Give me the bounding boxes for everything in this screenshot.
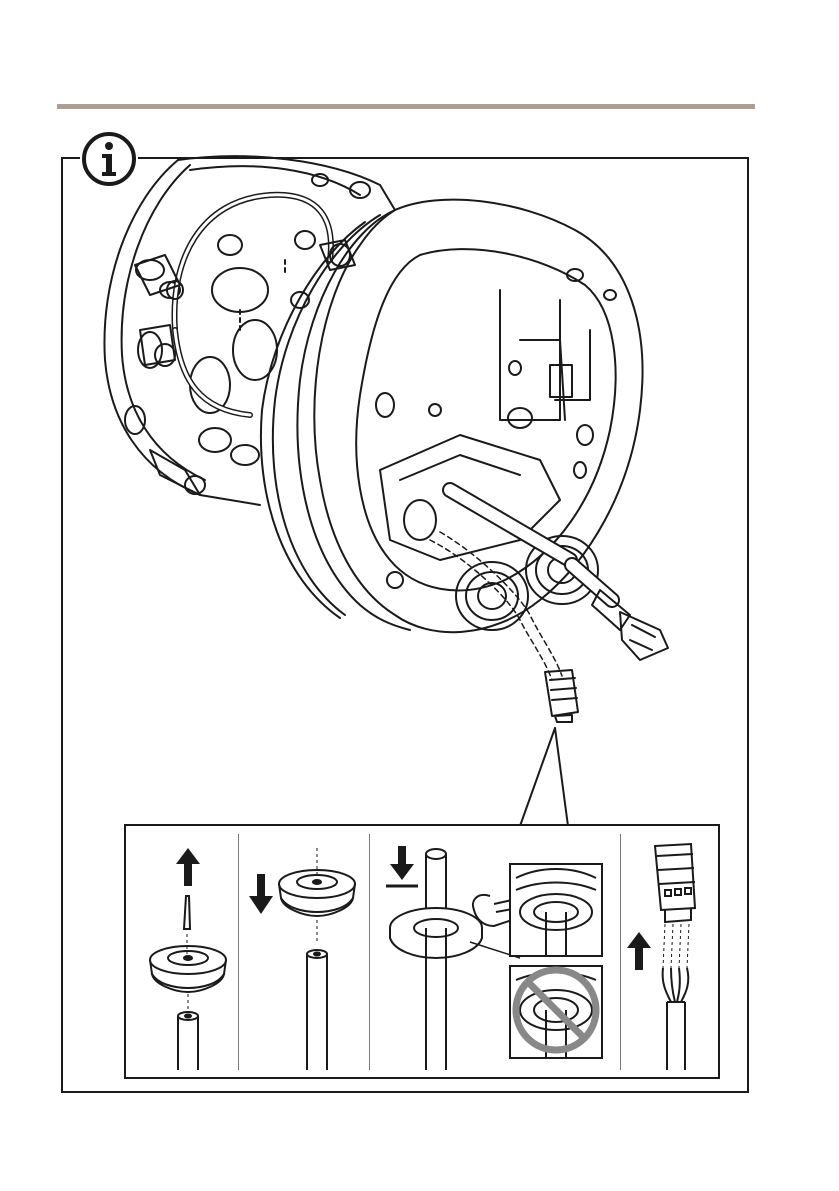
detail-panel: [124, 824, 720, 1079]
arrow-up-icon: [176, 848, 200, 886]
info-icon: [80, 130, 138, 188]
step-3: [370, 834, 620, 1070]
gasket-icon: [279, 870, 355, 916]
arrow-down-icon: [249, 874, 273, 914]
step-1: [134, 834, 238, 1070]
power-connector-icon: [655, 844, 695, 922]
header-rule: [57, 104, 755, 109]
gasket-icon: [150, 946, 226, 992]
gasket-icon: [390, 908, 482, 958]
step-4: [621, 834, 717, 1070]
arrow-down-icon: [386, 846, 418, 886]
arrow-up-icon: [627, 932, 651, 970]
step-2: [239, 834, 369, 1070]
